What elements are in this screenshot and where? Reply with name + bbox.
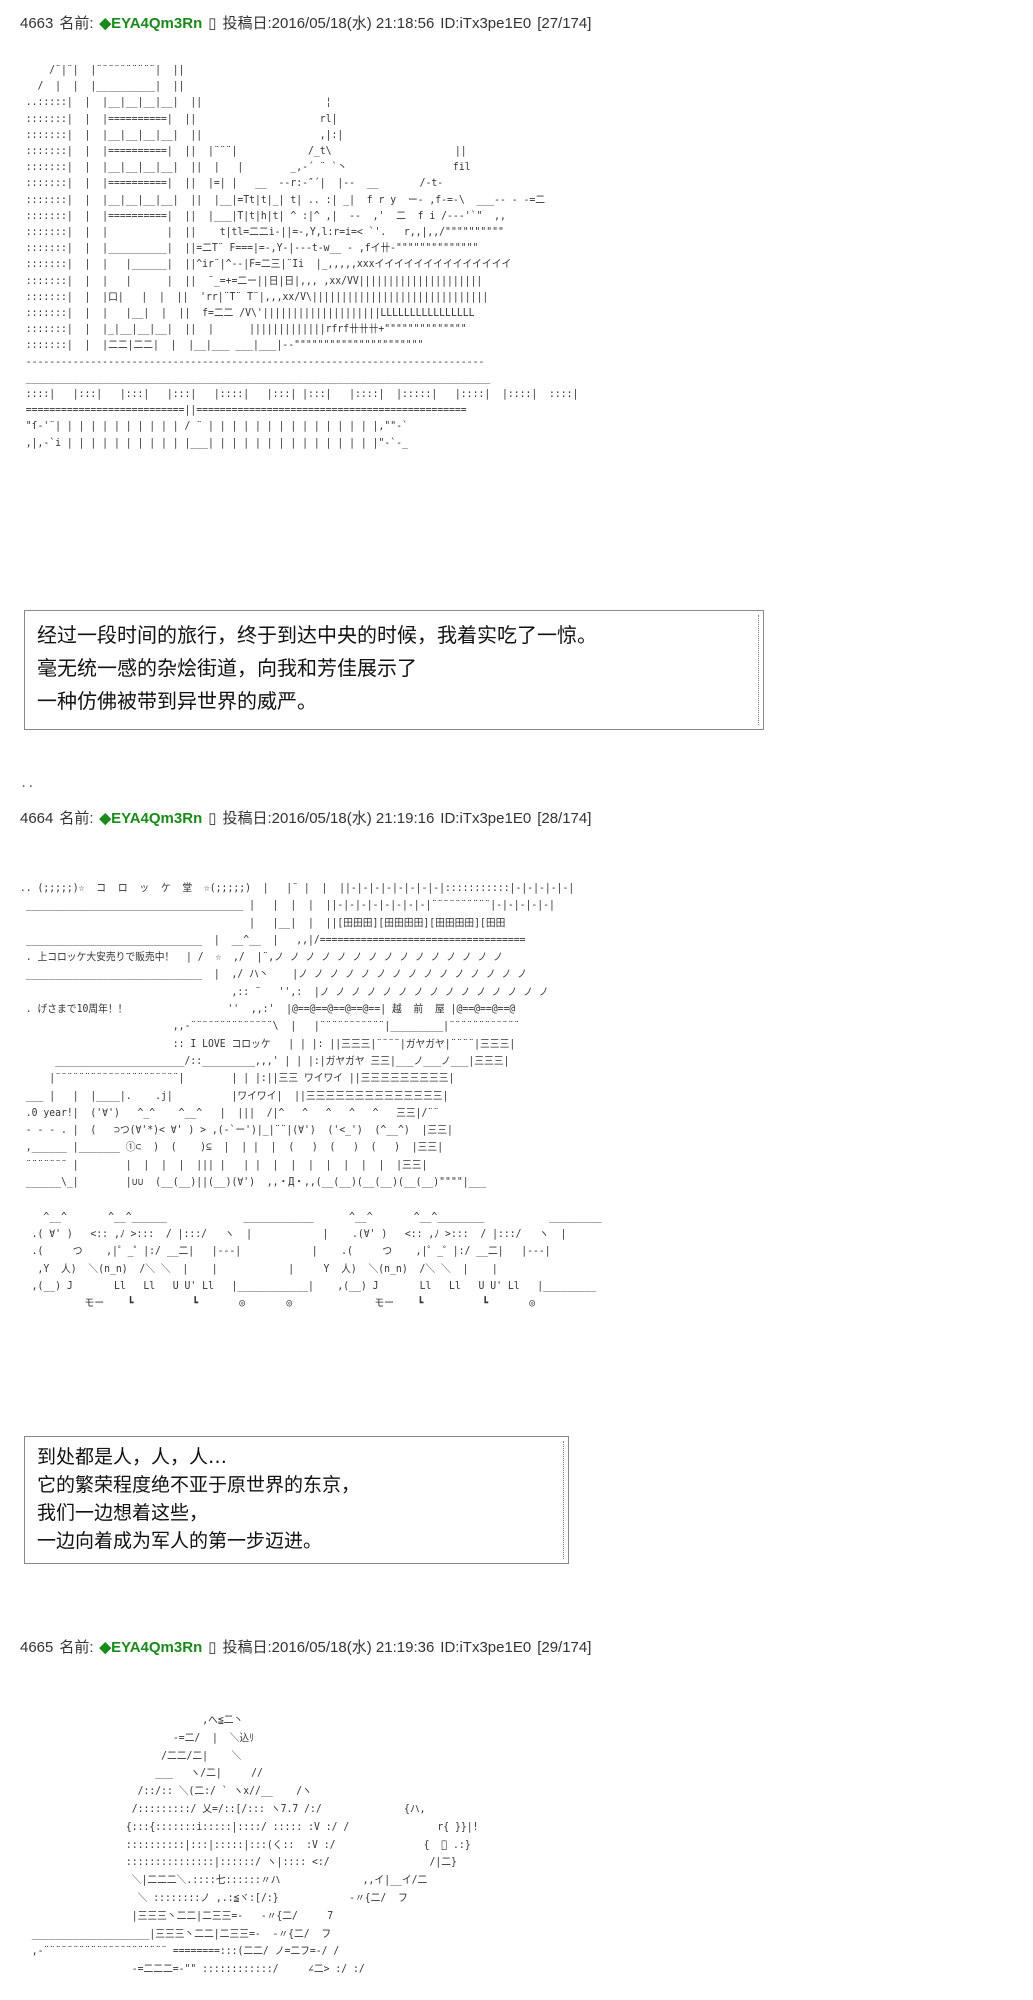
post-datetime: 2016/05/18(水) 21:18:56	[271, 15, 435, 32]
name-label: 名前:	[59, 1639, 94, 1656]
post-datetime: 2016/05/18(水) 21:19:16	[271, 810, 435, 827]
post-datetime: 2016/05/18(水) 21:19:36	[271, 1639, 435, 1656]
post-number[interactable]: 4665	[20, 1639, 54, 1656]
narration-line: 一边向着成为军人的第一步迈进。	[37, 1530, 323, 1552]
narration-line: 我们一边想着这些，	[37, 1502, 209, 1524]
ascii-art-character: ,へ≦二丶 -=二/ | ＼込ﾘ /二二/二| ＼ ___ ヽ/二| // /:…	[31, 1714, 479, 1976]
post-count: [28/174]	[537, 810, 592, 827]
mail-icon[interactable]: ▯	[208, 1639, 217, 1656]
post-count: [29/174]	[537, 1639, 592, 1656]
narration-line: 经过一段时间的旅行，终于到达中央的时候，我着实吃了一惊。	[37, 623, 597, 647]
date-label: 投稿日:	[222, 1639, 272, 1656]
post-id[interactable]: ID:iTx3pe1E0	[440, 15, 532, 32]
separator-dots: ..	[20, 776, 35, 790]
narration-line: 它的繁荣程度绝不亚于原世界的东京，	[37, 1474, 361, 1496]
box-border-dots	[754, 615, 759, 725]
ascii-art-street-scene: .. (;;;;;)☆ コ ロ ッ ケ 堂 ☆(;;;;;) | |¨ | | …	[19, 882, 602, 1310]
poster-trip: ◆EYA4Qm3Rn	[99, 810, 203, 827]
post-id[interactable]: ID:iTx3pe1E0	[440, 1639, 532, 1656]
post-header: 4665 名前: ◆EYA4Qm3Rn ▯ 投稿日:2016/05/18(水) 21:1…	[20, 1636, 591, 1657]
ascii-art-cityscape: /¨|¨| |¨¨¨¨¨¨¨¨¨¨| || / | | |__________|…	[25, 64, 579, 449]
mail-icon[interactable]: ▯	[208, 810, 217, 827]
narration-box: 经过一段时间的旅行，终于到达中央的时候，我着实吃了一惊。 毫无统一感的杂烩街道，…	[24, 610, 764, 730]
name-label: 名前:	[59, 15, 94, 32]
poster-trip: ◆EYA4Qm3Rn	[99, 15, 203, 32]
post-number[interactable]: 4664	[20, 810, 54, 827]
poster-trip: ◆EYA4Qm3Rn	[99, 1639, 203, 1656]
post-header: 4663 名前: ◆EYA4Qm3Rn ▯ 投稿日:2016/05/18(水) 21:1…	[20, 12, 591, 33]
date-label: 投稿日:	[222, 810, 272, 827]
name-label: 名前:	[59, 810, 94, 827]
post-count: [27/174]	[537, 15, 592, 32]
post-header: 4664 名前: ◆EYA4Qm3Rn ▯ 投稿日:2016/05/18(水) 21:1…	[20, 807, 591, 828]
date-label: 投稿日:	[222, 15, 272, 32]
post-id[interactable]: ID:iTx3pe1E0	[440, 810, 532, 827]
narration-box: 到处都是人，人，人… 它的繁荣程度绝不亚于原世界的东京， 我们一边想着这些， 一…	[24, 1436, 569, 1564]
narration-line: 到处都是人，人，人…	[37, 1446, 228, 1468]
mail-icon[interactable]: ▯	[208, 15, 217, 32]
narration-line: 一种仿佛被带到异世界的威严。	[37, 689, 317, 713]
post-number[interactable]: 4663	[20, 15, 54, 32]
box-border-dots	[559, 1441, 564, 1559]
narration-line: 毫无统一感的杂烩街道，向我和芳佳展示了	[37, 656, 417, 680]
